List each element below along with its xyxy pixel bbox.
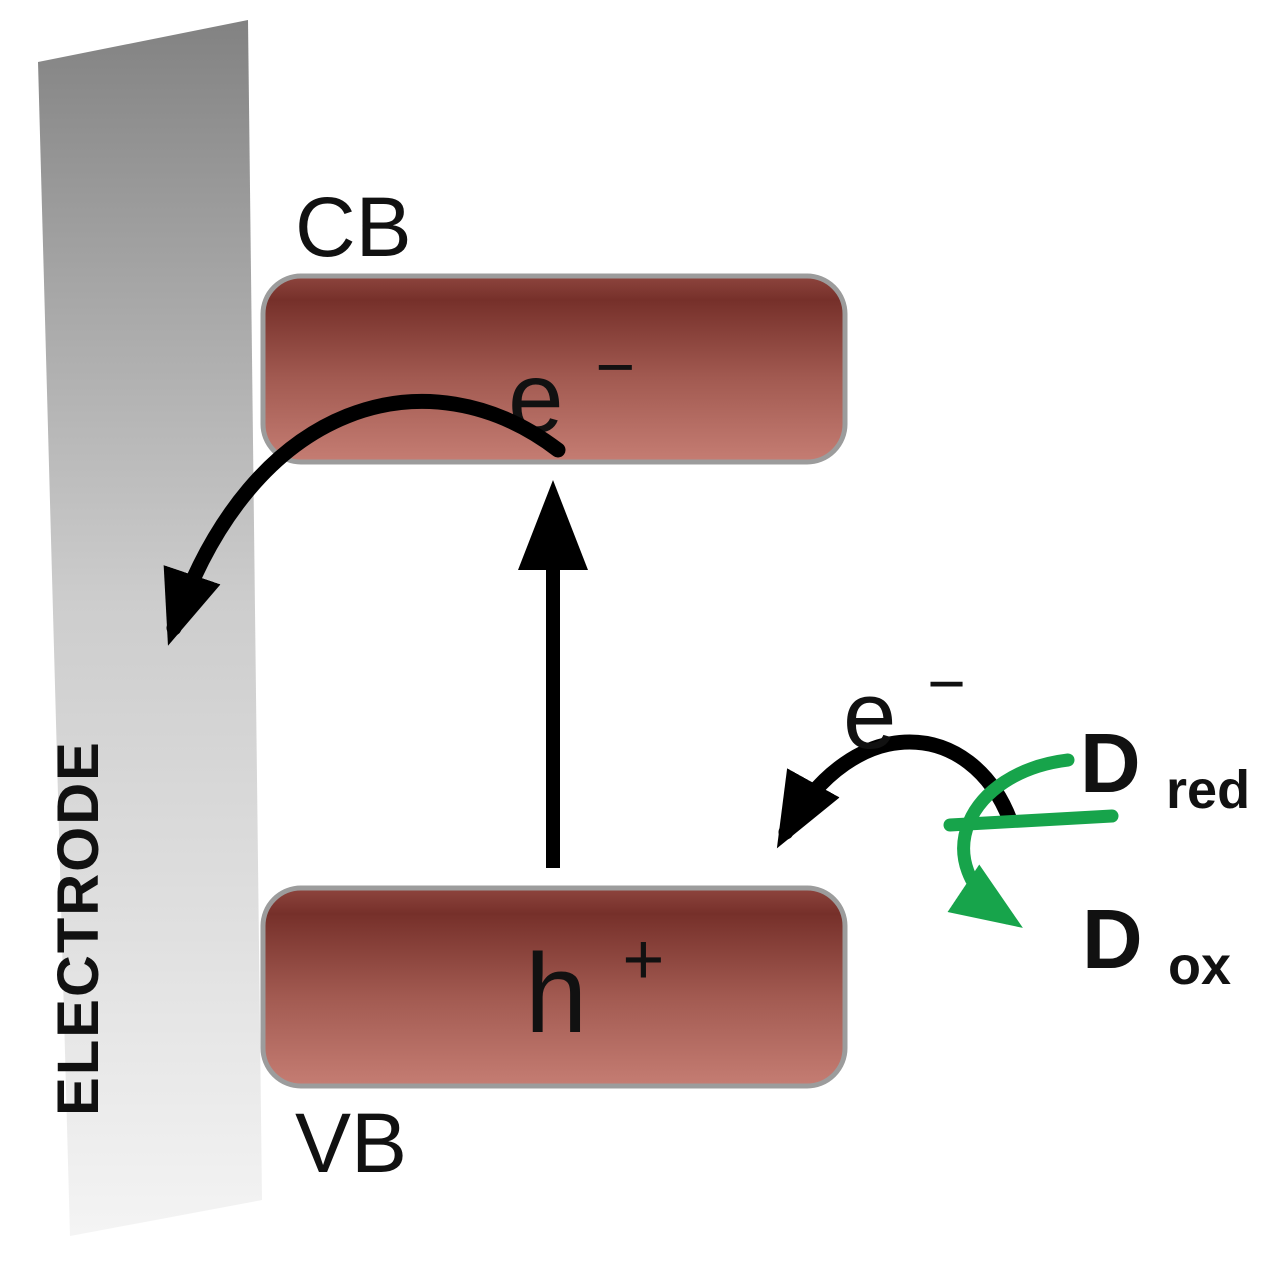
valence-band: VB h + [260, 885, 848, 1190]
transfer-electron-label: e − [843, 646, 966, 769]
valence-band-bar [260, 885, 848, 1089]
excitation-arrowhead [518, 480, 588, 570]
electrode: ELECTRODE [38, 20, 262, 1236]
cb-electron-label: e − [508, 329, 635, 454]
electron-transfer-to-electrode-arrow [163, 393, 566, 646]
excitation-arrow [518, 480, 588, 868]
conduction-band-label: CB [295, 180, 412, 274]
donor-redox-crossbar [943, 809, 1119, 832]
electrode-slab [38, 20, 262, 1236]
donor-oxidized-label: D ox [1082, 892, 1231, 996]
vb-hole-label: h + [525, 920, 664, 1056]
donor-redox: D red D ox [943, 716, 1250, 996]
conduction-band-bar [260, 273, 848, 465]
valence-band-label: VB [295, 1096, 407, 1190]
donor-redox-arrow [947, 753, 1075, 928]
conduction-band: CB e − [260, 180, 848, 465]
electrode-label: ELECTRODE [46, 740, 111, 1116]
donor-reduced-label: D red [1080, 716, 1250, 820]
